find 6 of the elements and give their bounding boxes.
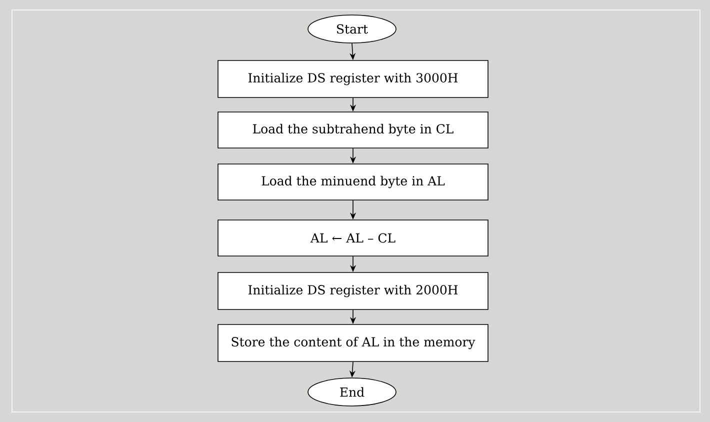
process-box: Store the content of AL in the memory: [218, 324, 488, 362]
process-box: Initialize DS register with 2000H: [218, 272, 488, 310]
process-box: Initialize DS register with 3000H: [218, 60, 488, 98]
process-box: AL ← AL – CL: [218, 220, 488, 256]
process-box: Load the subtrahend byte in CL: [218, 112, 488, 148]
process-box: Load the minuend byte in AL: [218, 164, 488, 200]
